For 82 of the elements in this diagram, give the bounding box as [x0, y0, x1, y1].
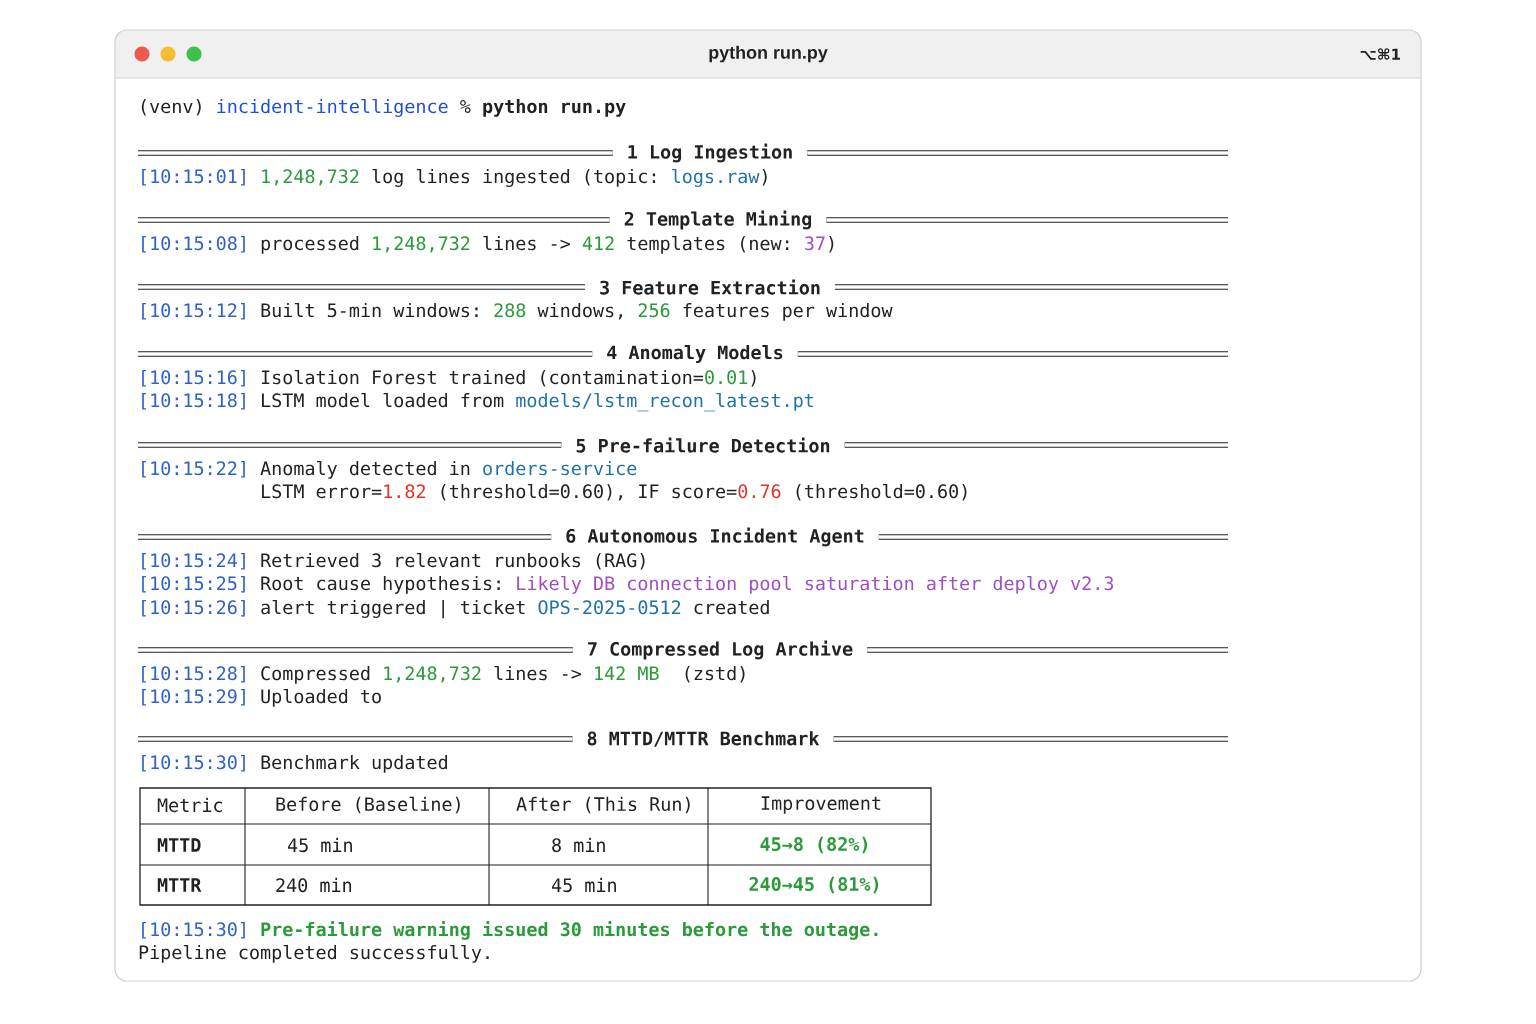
- table-cell: After (This Run): [516, 796, 690, 814]
- prompt-text: incident-intelligence: [217, 98, 448, 117]
- timestamp-text: [10:15:30]: [142, 755, 245, 772]
- log-text: (threshold=0.60), IF score=: [441, 483, 737, 501]
- log-text: ): [829, 236, 834, 253]
- log-text: 412: [582, 236, 614, 250]
- section-heading: 6 Autonomous Incident Agent: [566, 527, 864, 547]
- timestamp-text: [10:15:30]: [142, 922, 245, 939]
- timestamp-text: [10:15:24]: [142, 553, 245, 570]
- section-heading: 8 MTTD/MTTR Benchmark: [587, 731, 820, 747]
- log-text: log lines ingested (topic:: [372, 168, 656, 187]
- log-text: 142 MB: [595, 666, 659, 680]
- log-text: Pipeline completed successfully.: [139, 944, 489, 963]
- window-title: python run.py: [709, 45, 828, 63]
- timestamp-text: [10:15:16]: [142, 370, 245, 387]
- log-text: created: [694, 600, 769, 615]
- timestamp-text: [10:15:08]: [142, 236, 245, 253]
- log-text: 288: [494, 303, 526, 318]
- log-text: LSTM error=: [262, 484, 382, 499]
- log-text: Built 5-min windows:: [261, 302, 478, 318]
- timestamp-text: [10:15:25]: [142, 576, 245, 593]
- section-heading: 5 Pre-failure Detection: [576, 437, 830, 453]
- timestamp-text: [10:15:26]: [142, 600, 245, 617]
- shortcut-text: ⌥⌘1: [1360, 48, 1400, 60]
- log-text: Root cause hypothesis:: [261, 576, 500, 594]
- timestamp-text: [10:15:28]: [142, 666, 245, 683]
- log-text: 256: [638, 303, 670, 318]
- log-text: lines ->: [494, 665, 582, 681]
- log-text: lines ->: [483, 235, 570, 251]
- log-text: 1,248,732: [373, 236, 470, 253]
- log-text: LSTM model loaded from: [262, 392, 504, 408]
- log-text: 1,248,732: [262, 169, 359, 186]
- table-cell: Metric: [157, 797, 223, 813]
- log-text: Benchmark updated: [261, 755, 447, 773]
- log-text: (zstd): [685, 666, 745, 683]
- log-text: logs.raw: [672, 168, 760, 187]
- log-text: templates (new:: [627, 235, 789, 254]
- table-cell: 240 min: [276, 877, 352, 893]
- log-text: 1,248,732: [384, 666, 481, 683]
- timestamp-text: [10:15:18]: [142, 393, 245, 410]
- log-text: 1.82: [384, 484, 425, 499]
- table-cell: 8 min: [552, 837, 605, 853]
- log-text: orders-service: [483, 461, 637, 476]
- log-text: Uploaded to: [261, 688, 381, 707]
- table-cell: 240→45 (81%): [749, 876, 879, 894]
- section-heading: 3 Feature Extraction: [600, 279, 820, 295]
- section-heading: 2 Template Mining: [624, 210, 812, 230]
- prompt-text: %: [460, 100, 471, 113]
- table-cell: Improvement: [761, 796, 881, 814]
- log-text: Pre-failure warning issued 30 minutes before the outage.: [261, 921, 878, 940]
- log-text: models/lstm_recon_latest.pt: [516, 392, 814, 412]
- command-text: python run.py: [483, 99, 626, 117]
- table-cell: MTTD: [157, 838, 201, 852]
- log-text: Isolation Forest trained (contamination=: [261, 369, 704, 387]
- log-text: (threshold=0.60): [796, 483, 967, 501]
- table-cell: 45→8 (82%): [760, 836, 868, 854]
- timestamp-text: [10:15:29]: [142, 689, 245, 706]
- table-cell: MTTR: [157, 878, 202, 892]
- log-text: processed: [261, 236, 359, 254]
- log-text: windows,: [537, 303, 622, 320]
- timestamp-text: [10:15:22]: [142, 461, 245, 478]
- table-cell: Before (Baseline): [276, 796, 460, 814]
- log-text: ): [762, 169, 767, 186]
- log-text: 37: [805, 236, 825, 251]
- log-text: OPS-2025-0512: [538, 600, 681, 615]
- section-heading: 1 Log Ingestion: [628, 143, 792, 163]
- log-text: Retrieved 3 relevant runbooks (RAG): [261, 552, 645, 570]
- log-text: Compressed: [261, 666, 370, 684]
- table-cell: 45 min: [551, 877, 616, 893]
- table-cell: 45 min: [287, 837, 352, 853]
- timestamp-text: [10:15:12]: [142, 303, 245, 320]
- log-text: ): [751, 370, 756, 387]
- log-text: Likely DB connection pool saturation after deploy v2.3: [517, 575, 1114, 594]
- log-text: Anomaly detected in: [260, 460, 470, 479]
- section-heading: 4 Anomaly Models: [607, 345, 783, 363]
- prompt-text: (venv): [141, 99, 201, 116]
- log-text: alert triggered | ticket: [261, 599, 525, 619]
- log-text: 0.76: [738, 484, 781, 499]
- log-text: 0.01: [705, 370, 748, 385]
- log-text: features per window: [683, 303, 893, 321]
- timestamp-text: [10:15:01]: [142, 169, 245, 186]
- section-heading: 7 Compressed Log Archive: [588, 640, 853, 660]
